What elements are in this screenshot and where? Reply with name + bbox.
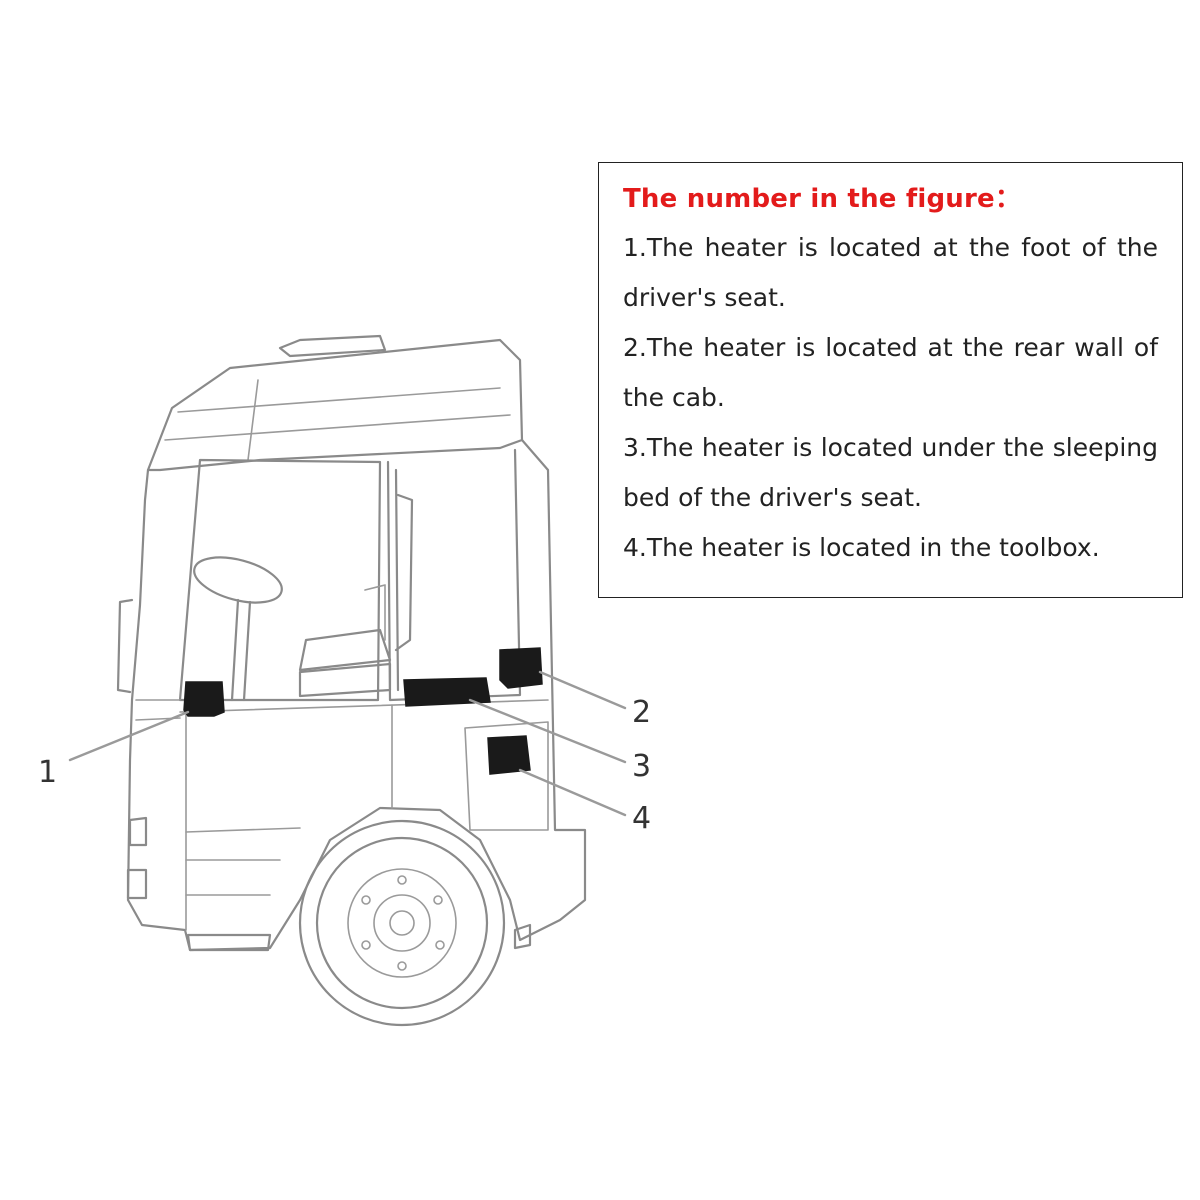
leader-line-3: [468, 698, 627, 764]
legend-item-1: 1.The heater is located at the foot of t…: [623, 233, 1158, 312]
leader-line-1: [68, 710, 190, 762]
legend-item-4: 4.The heater is located in the toolbox.: [623, 533, 1100, 562]
legend-item-2: 2.The heater is located at the rear wall…: [623, 333, 1158, 412]
callout-3: 3: [632, 749, 651, 784]
callout-2: 2: [632, 695, 651, 730]
heater-3-icon: [403, 677, 491, 707]
leader-line-4: [518, 768, 627, 817]
cab-body: [116, 438, 587, 952]
heater-1-icon: [183, 681, 225, 717]
heater-2-icon: [499, 647, 543, 689]
callout-4: 4: [632, 801, 651, 836]
heater-4-icon: [487, 735, 531, 775]
leader-line-2: [538, 670, 627, 710]
front-wheel: [298, 819, 506, 1027]
cab-interior: [193, 493, 414, 702]
legend-box: The number in the figure： 1.The heater i…: [598, 162, 1183, 598]
cab-roof: [146, 334, 524, 472]
legend-item-3: 3.The heater is located under the sleepi…: [623, 433, 1158, 512]
legend-title: The number in the figure：: [623, 184, 1022, 214]
callout-1: 1: [38, 755, 57, 790]
